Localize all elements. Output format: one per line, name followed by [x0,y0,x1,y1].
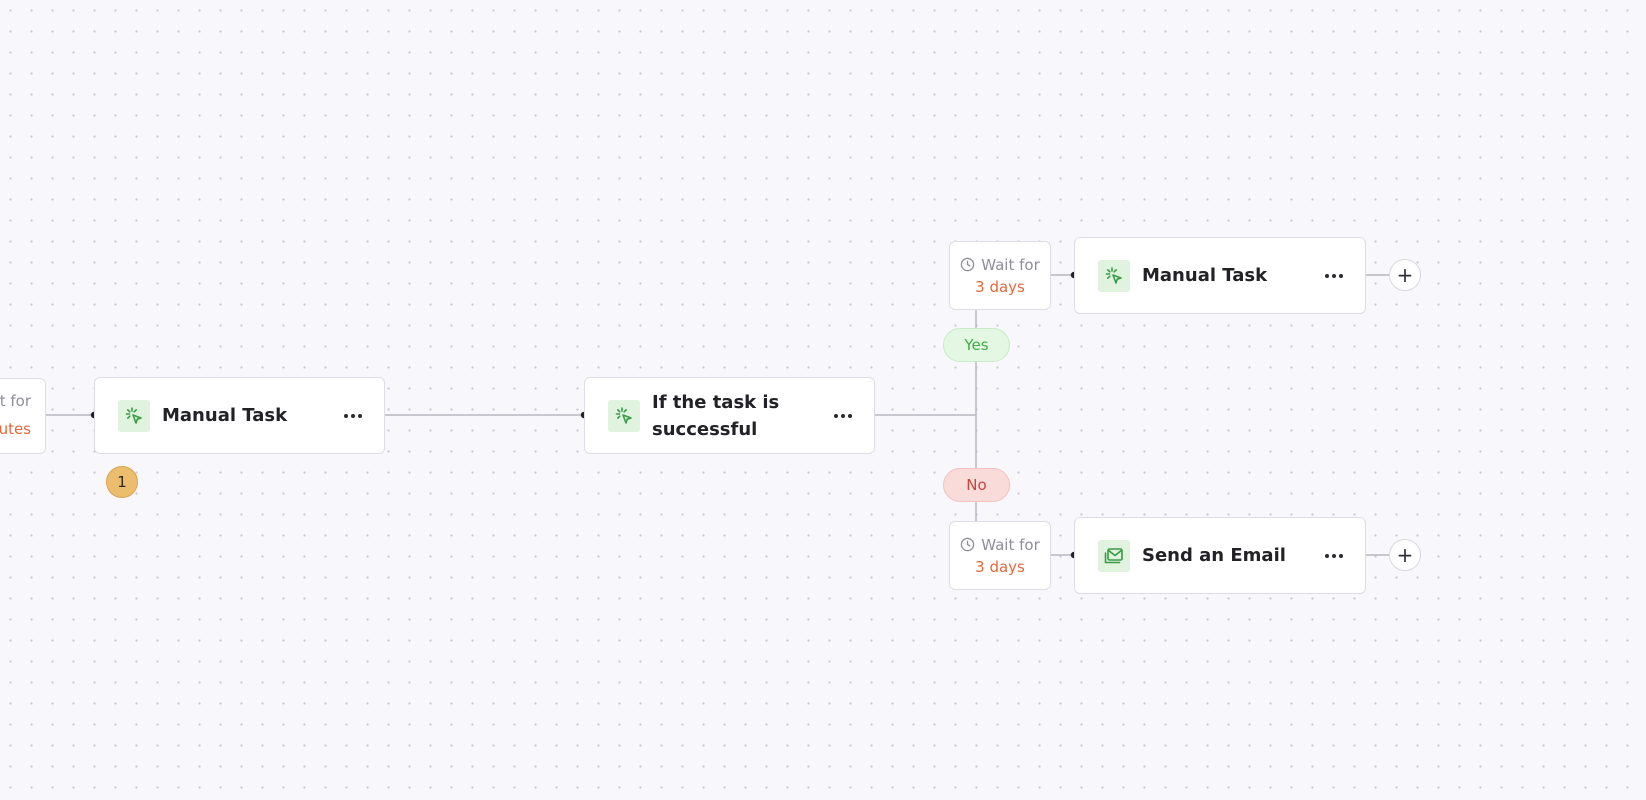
wait-duration: 3 days [975,277,1025,296]
wait-duration: utes [0,420,31,438]
condition-node[interactable]: If the task is successful [584,377,875,454]
more-options-button[interactable] [1319,261,1349,291]
ellipsis-icon [834,413,852,418]
send-email-node[interactable]: Send an Email [1074,517,1366,594]
more-options-button[interactable] [828,401,858,431]
clock-icon [960,257,975,272]
cursor-click-icon [118,399,150,432]
mail-icon [1098,539,1130,572]
manual-task-node-yes-branch[interactable]: Manual Task [1074,237,1366,314]
node-title: Manual Task [1142,265,1268,286]
add-step-button-yes[interactable]: + [1389,259,1421,291]
yes-branch-label[interactable]: Yes [943,328,1010,362]
clock-icon [960,537,975,552]
add-step-button-no[interactable]: + [1389,539,1421,571]
wait-duration: 3 days [975,557,1025,576]
node-title: Manual Task [162,405,288,426]
manual-task-node[interactable]: Manual Task [94,377,385,454]
cursor-click-icon [1098,259,1130,292]
ellipsis-icon [344,413,362,418]
wait-label: ait for [0,392,31,410]
node-title-line-1: If the task is [652,391,780,413]
wait-node-yes[interactable]: Wait for 3 days [949,241,1051,310]
node-title: Send an Email [1142,545,1286,566]
cursor-click-icon [608,399,640,432]
wait-node-no[interactable]: Wait for 3 days [949,521,1051,590]
no-branch-label[interactable]: No [943,468,1010,502]
wait-label: Wait for [981,535,1040,554]
more-options-button[interactable] [1319,541,1349,571]
node-title-line-2: successful [652,418,758,440]
count-badge: 1 [106,466,138,498]
wait-node-partial[interactable]: ait for utes [0,378,46,454]
ellipsis-icon [1325,273,1343,278]
node-title: If the task is successful [652,389,828,443]
wait-label: Wait for [981,255,1040,274]
more-options-button[interactable] [338,401,368,431]
ellipsis-icon [1325,553,1343,558]
